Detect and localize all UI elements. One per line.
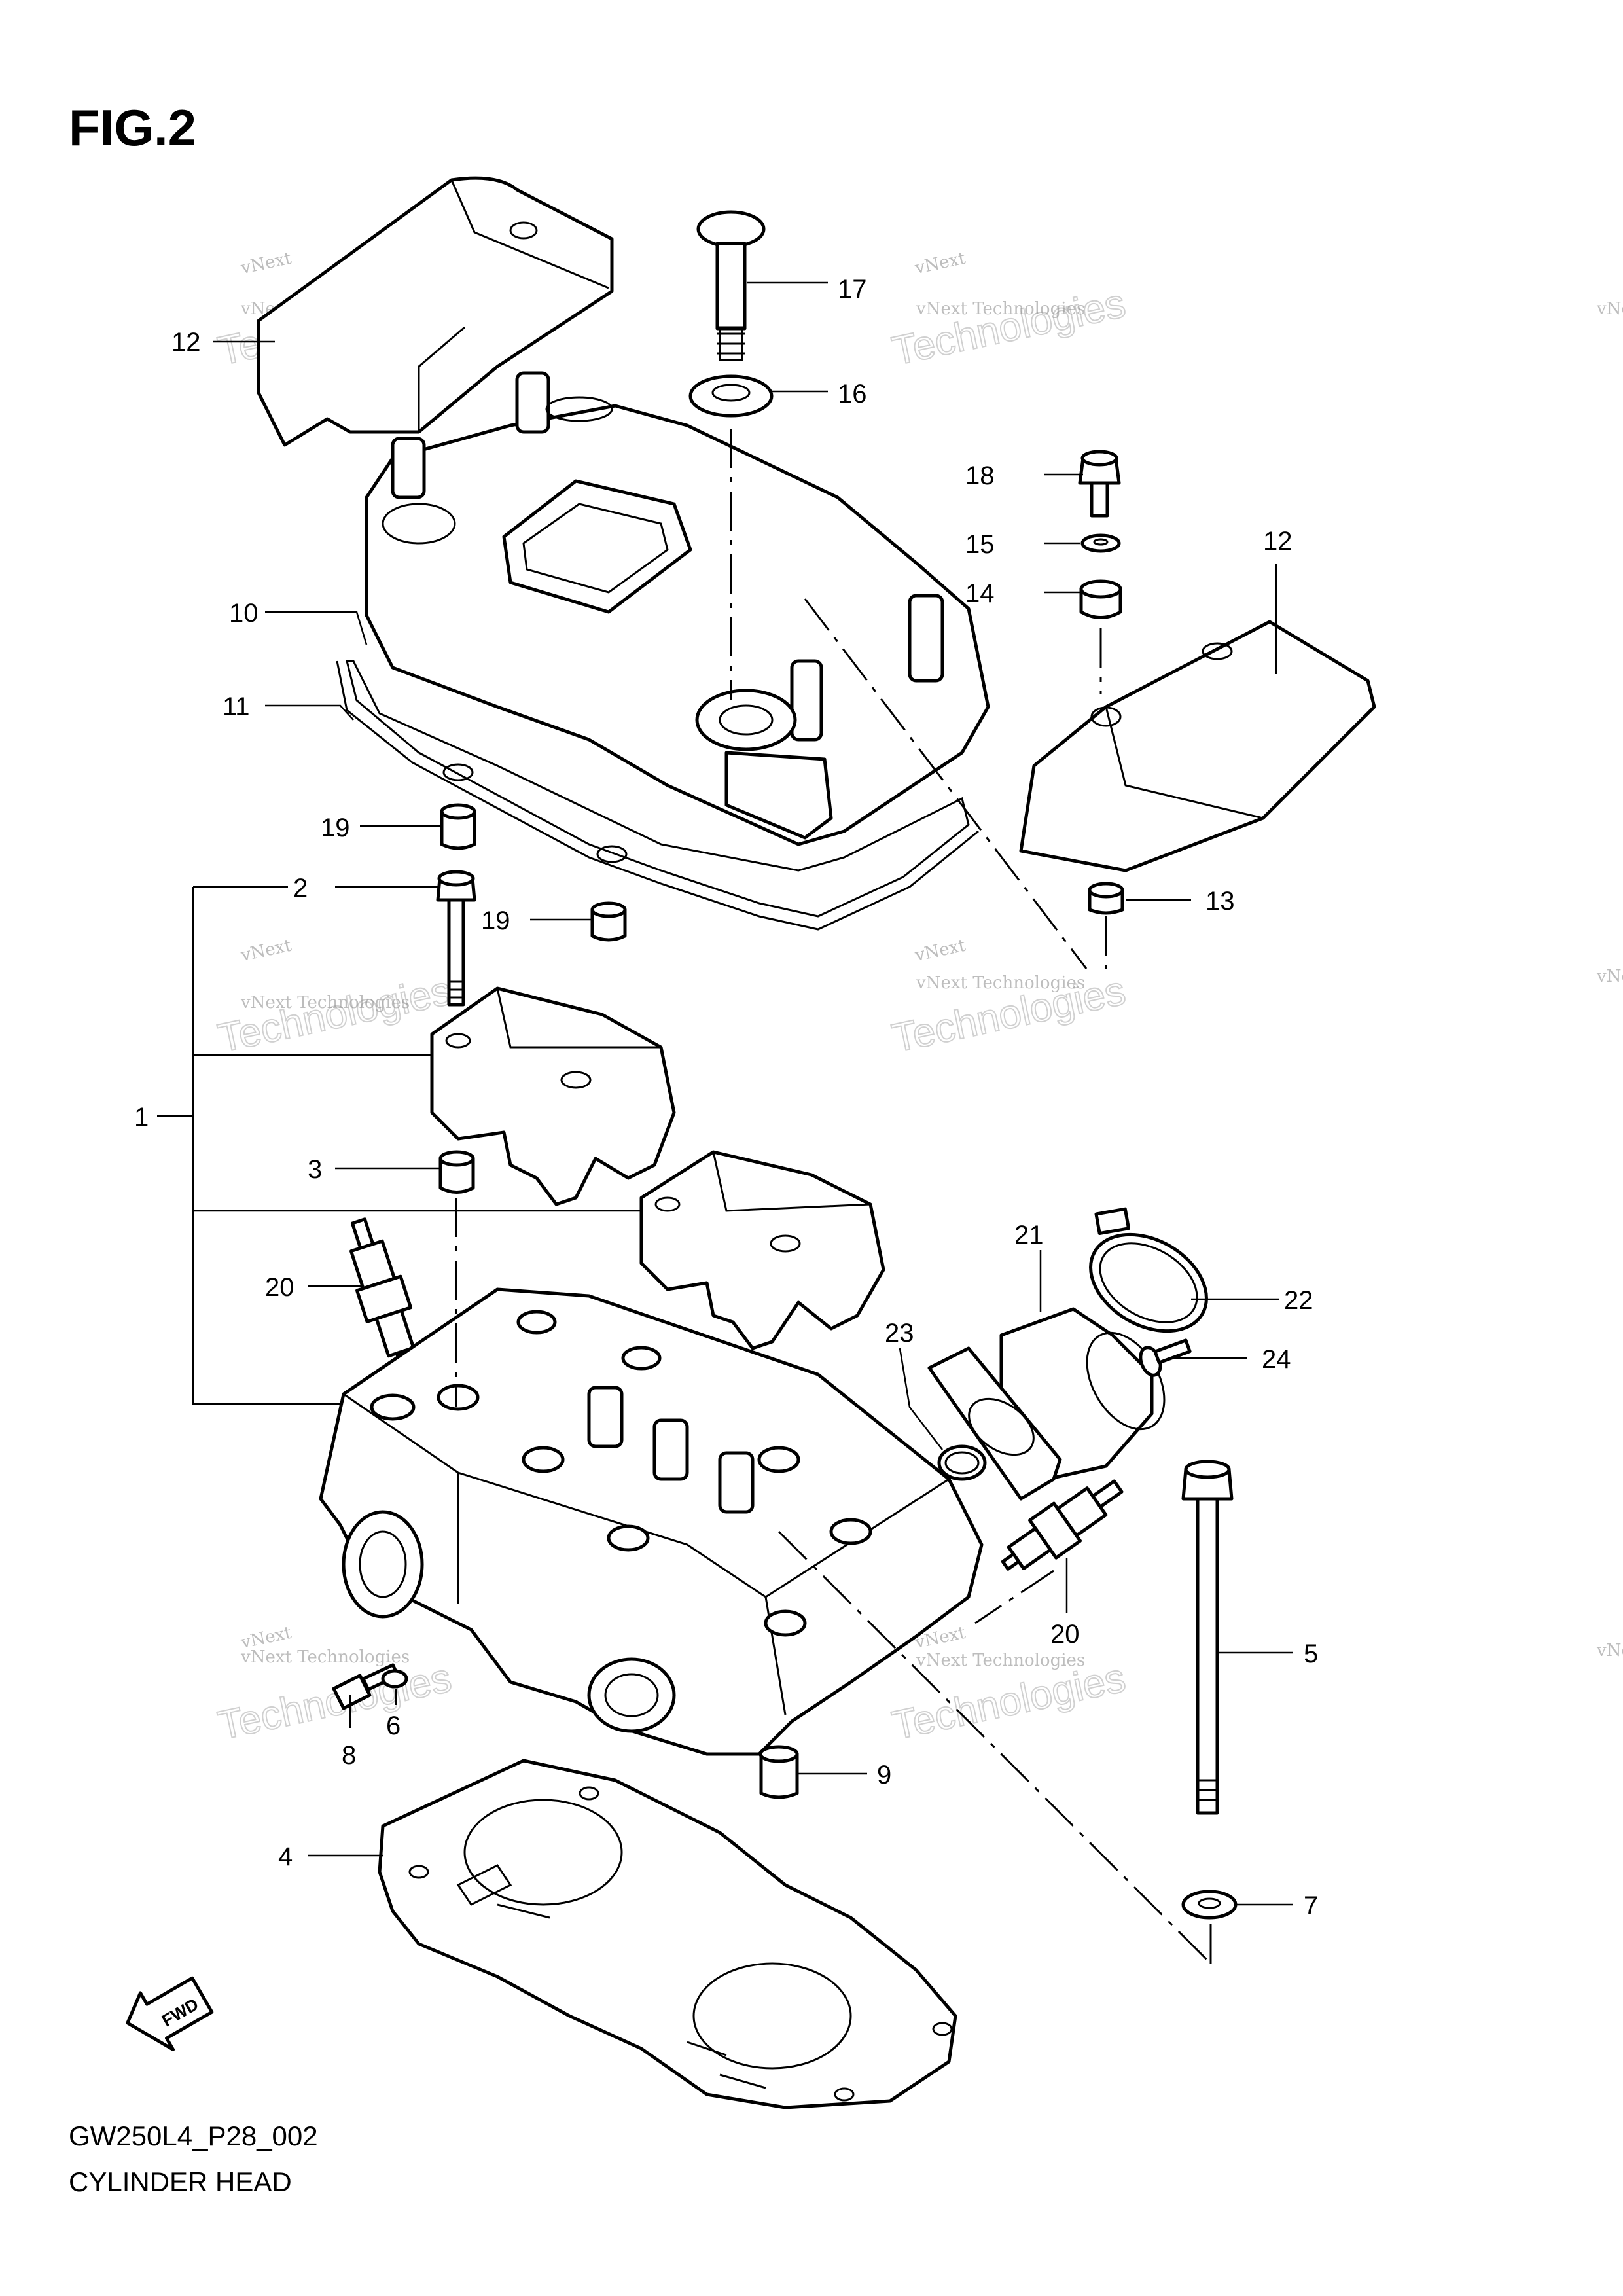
part-7-washer (1181, 1890, 1238, 1920)
callout-20: 20 (1050, 1620, 1080, 1649)
watermark-text: vNext Technologies (240, 1647, 410, 1667)
watermark-text: vNext Technologies (916, 973, 1085, 993)
part-12-cover-left (257, 176, 614, 447)
watermark-text: vNext Technologies (240, 993, 410, 1013)
part-9-dowel (758, 1745, 799, 1799)
part-17-bolt (696, 210, 766, 361)
part-13-collar (1088, 882, 1124, 915)
part-4-head-gasket (378, 1759, 957, 2109)
callout-16: 16 (838, 380, 867, 408)
callout-2: 2 (293, 874, 308, 903)
part-19-dowel-lower (590, 901, 627, 942)
callout-12: 12 (171, 328, 201, 357)
watermark-small: vNext (239, 936, 294, 966)
part-18-bolt (1078, 450, 1121, 518)
callout-14: 14 (965, 579, 995, 608)
watermark-text-edge: vNext (1596, 967, 1623, 986)
part-3-dowel (438, 1150, 475, 1194)
part-15-washer (1080, 533, 1121, 553)
callout-12: 12 (1263, 527, 1293, 556)
callout-19: 19 (481, 906, 510, 935)
part-22-clamp (1089, 1207, 1208, 1333)
part-2-bolt (436, 870, 476, 1007)
callout-13: 13 (1205, 887, 1235, 916)
watermark-large: Technologies (214, 968, 455, 1062)
part-12-cover-right (1019, 620, 1376, 872)
part-21-intake-pipe (927, 1307, 1166, 1501)
watermark-text-edge: vNext (1596, 1641, 1623, 1660)
part-cylinder-head (319, 1287, 984, 1756)
callout-15: 15 (965, 530, 995, 559)
figure-title: FIG.2 (69, 99, 196, 156)
callout-9: 9 (877, 1761, 891, 1789)
callout-6: 6 (386, 1712, 401, 1740)
callout-18: 18 (965, 461, 995, 490)
watermark-large: Technologies (888, 281, 1129, 374)
callout-22: 22 (1284, 1286, 1313, 1315)
alignment-lines (455, 429, 1212, 1965)
watermark-text-edge: vNext (1596, 299, 1623, 319)
part-19-dowel-upper (440, 803, 476, 850)
part-16-washer (688, 374, 774, 418)
fwd-arrow: FWD (126, 1976, 214, 2051)
watermark-small: vNext (239, 249, 294, 279)
camshaft-holder-lower (639, 1150, 885, 1350)
caption-name: CYLINDER HEAD (69, 2166, 292, 2197)
callout-8: 8 (342, 1741, 356, 1770)
camshaft-holder-upper (430, 986, 676, 1206)
part-5-stud-bolt (1181, 1460, 1234, 1815)
callout-23: 23 (885, 1319, 914, 1348)
callout-5: 5 (1304, 1640, 1318, 1668)
part-20-spark-plug-left (349, 1217, 416, 1368)
caption-code: GW250L4_P28_002 (69, 2121, 318, 2151)
leader-lines (157, 281, 1293, 1906)
callout-7: 7 (1304, 1892, 1318, 1920)
watermark-text: vNext Technologies (916, 299, 1085, 319)
part-14-grommet (1079, 579, 1122, 619)
callout-10: 10 (229, 599, 259, 628)
watermark-small: vNext (913, 936, 968, 966)
part-11-gasket (336, 660, 979, 931)
watermark-large: Technologies (214, 1655, 455, 1749)
watermark-small: vNext (913, 249, 968, 279)
part-10-head-cover (365, 371, 990, 846)
part-23-o-ring (937, 1444, 987, 1481)
callout-24: 24 (1262, 1345, 1291, 1374)
callout-3: 3 (308, 1155, 322, 1184)
watermark-text: vNext Technologies (916, 1651, 1085, 1670)
callout-11: 11 (223, 692, 250, 721)
part-6-washer (381, 1669, 408, 1689)
part-20-spark-plug-right (1001, 1479, 1124, 1571)
callout-17: 17 (838, 275, 867, 304)
callouts: 12 17 16 18 12 15 14 10 11 19 13 2 19 1 … (134, 275, 1318, 1920)
callout-20: 20 (265, 1273, 294, 1302)
callout-4: 4 (278, 1842, 293, 1871)
callout-19: 19 (321, 814, 350, 842)
part-24-screw (1139, 1338, 1192, 1377)
callout-21: 21 (1014, 1221, 1044, 1249)
callout-1: 1 (134, 1103, 149, 1132)
